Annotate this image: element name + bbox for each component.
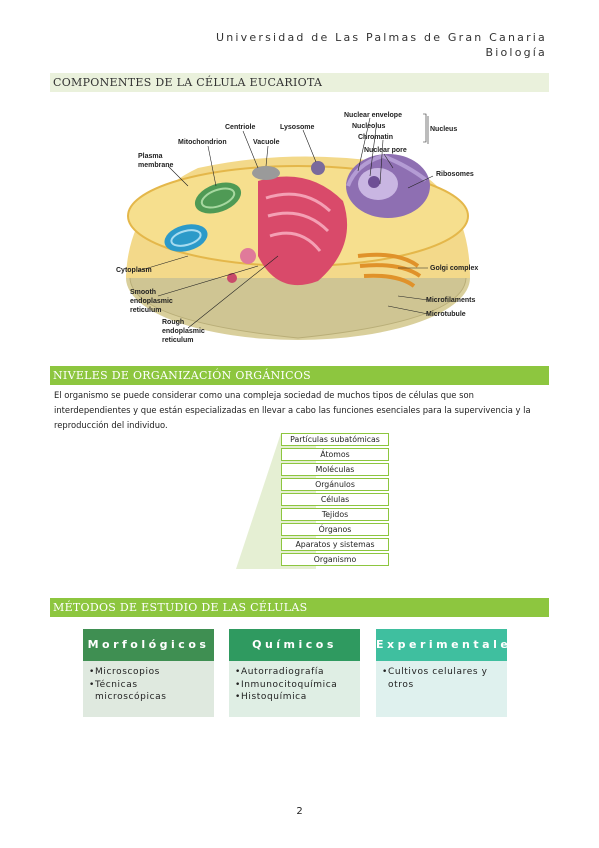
- bullet-icon: •: [89, 679, 95, 690]
- method-card-experimental: Experimentales •Cultivos celulares y otr…: [376, 629, 518, 717]
- label-microfilaments: Microfilaments: [426, 297, 476, 304]
- section-heading-organization-levels: NIVELES DE ORGANIZACIÓN ORGÁNICOS: [50, 366, 549, 385]
- method-body: •Microscopios •Técnicas microscópicas: [83, 661, 214, 717]
- method-title: Químicos: [229, 629, 360, 661]
- method-body: •Cultivos celulares y otros: [376, 661, 507, 717]
- method-list-item: •Técnicas microscópicas: [89, 679, 167, 703]
- method-list-item: •Cultivos celulares y otros: [382, 667, 488, 690]
- bullet-icon: •: [235, 679, 241, 690]
- page-header: Universidad de Las Palmas de Gran Canari…: [216, 30, 547, 60]
- label-centriole: Centriole: [225, 124, 255, 131]
- label-mitochondrion: Mitochondrion: [178, 139, 227, 146]
- method-list-item: •Microscopios: [89, 667, 160, 677]
- bullet-icon: •: [235, 692, 241, 702]
- method-list-item: •Histoquímica: [235, 692, 307, 702]
- subject-name: Biología: [485, 46, 547, 59]
- level-item: Orgánulos: [281, 478, 389, 491]
- level-item: Moléculas: [281, 463, 389, 476]
- label-nucleolus: Nucleolus: [352, 123, 386, 130]
- page-number: 2: [296, 806, 303, 817]
- level-item: Órganos: [281, 523, 389, 536]
- section-heading-study-methods: MÉTODOS DE ESTUDIO DE LAS CÉLULAS: [50, 598, 549, 617]
- method-list-item: •Inmunocitoquímica: [235, 679, 338, 690]
- level-item: Átomos: [281, 448, 389, 461]
- method-card-morphological: Morfológicos •Microscopios •Técnicas mic…: [83, 629, 214, 717]
- label-nucleus: Nucleus: [430, 126, 457, 133]
- level-item: Aparatos y sistemas: [281, 538, 389, 551]
- section-heading-components: COMPONENTES DE LA CÉLULA EUCARIOTA: [50, 73, 549, 92]
- level-item: Células: [281, 493, 389, 506]
- bullet-icon: •: [382, 667, 388, 677]
- bullet-icon: •: [89, 667, 95, 677]
- label-nuclear-pore: Nuclear pore: [364, 147, 407, 154]
- label-vacuole: Vacuole: [253, 139, 280, 146]
- label-chromatin: Chromatin: [358, 134, 393, 141]
- level-item: Partículas subatómicas: [281, 433, 389, 446]
- method-list-item: •Autorradiografía: [235, 667, 325, 677]
- label-ribosomes: Ribosomes: [436, 171, 474, 178]
- method-title: Experimentales: [376, 629, 518, 661]
- label-golgi-complex: Golgi complex: [430, 265, 478, 272]
- eukaryotic-cell-illustration: Centriole Lysosome Mitochondrion Vacuole…: [108, 106, 488, 354]
- level-item: Organismo: [281, 553, 389, 566]
- label-cytoplasm: Cytoplasm: [116, 267, 152, 274]
- method-title: Morfológicos: [83, 629, 214, 661]
- level-item: Tejidos: [281, 508, 389, 521]
- label-lysosome: Lysosome: [280, 124, 314, 131]
- method-body: •Autorradiografía •Inmunocitoquímica •Hi…: [229, 661, 360, 717]
- organization-intro-text: El organismo se puede considerar como un…: [54, 390, 531, 430]
- bullet-icon: •: [235, 667, 241, 677]
- organization-levels-list: Partículas subatómicas Átomos Moléculas …: [281, 433, 389, 568]
- label-nuclear-envelope: Nuclear envelope: [344, 112, 402, 119]
- university-name: Universidad de Las Palmas de Gran Canari…: [216, 31, 547, 44]
- method-card-chemical: Químicos •Autorradiografía •Inmunocitoqu…: [229, 629, 360, 717]
- label-microtubule: Microtubule: [426, 311, 466, 318]
